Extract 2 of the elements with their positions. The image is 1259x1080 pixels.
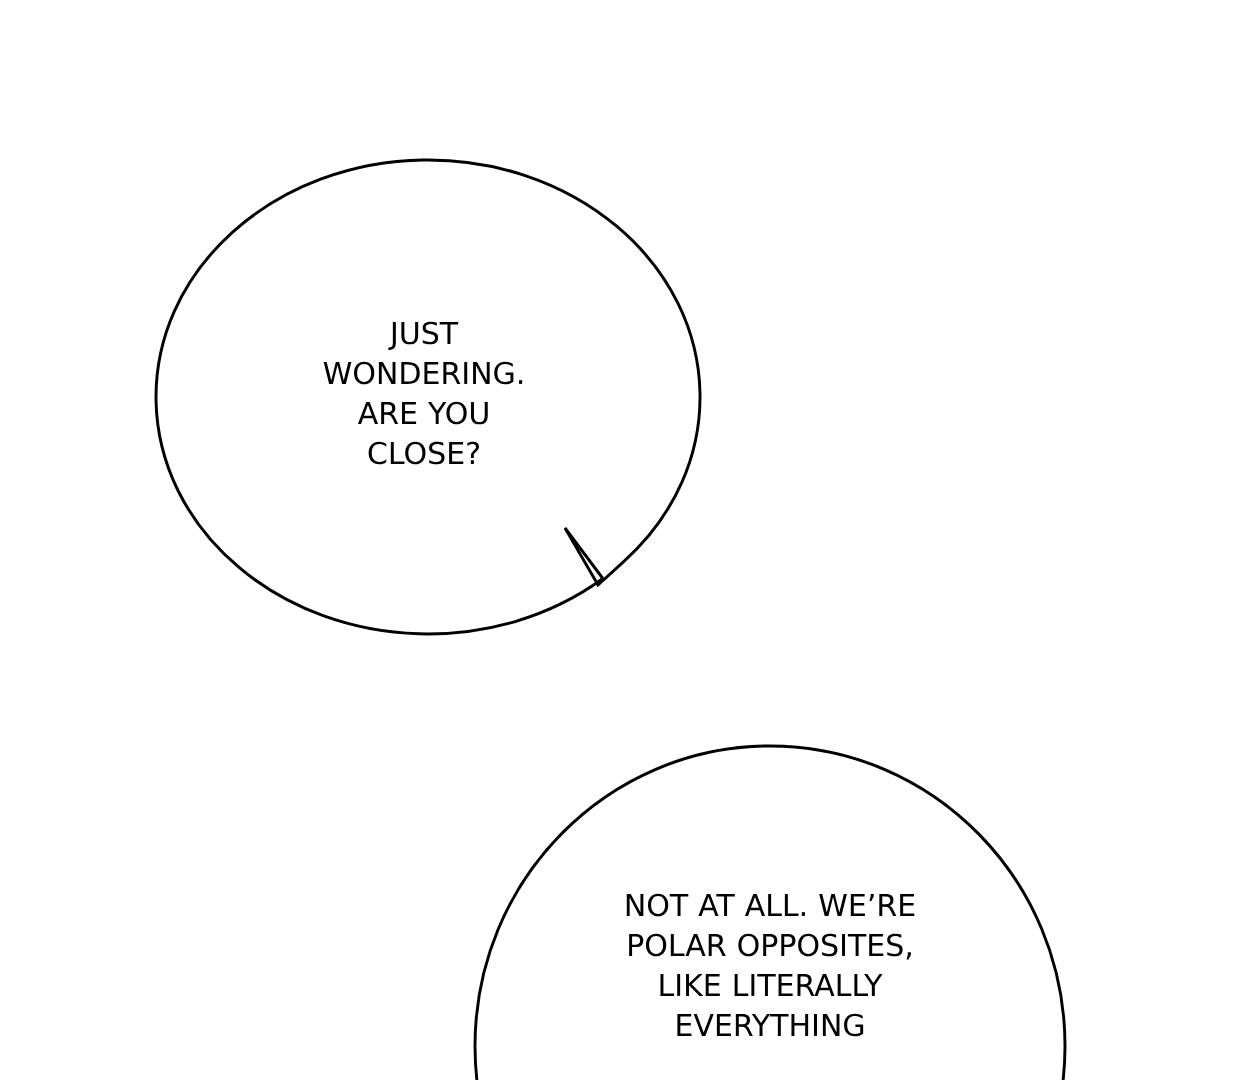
- speech-bubble: NOT AT ALL. WE’RE POLAR OPPOSITES, LIKE LITERALLY EVERYTHING: [473, 744, 1067, 1080]
- speech-bubble: JUST WONDERING. ARE YOU CLOSE?: [154, 158, 702, 636]
